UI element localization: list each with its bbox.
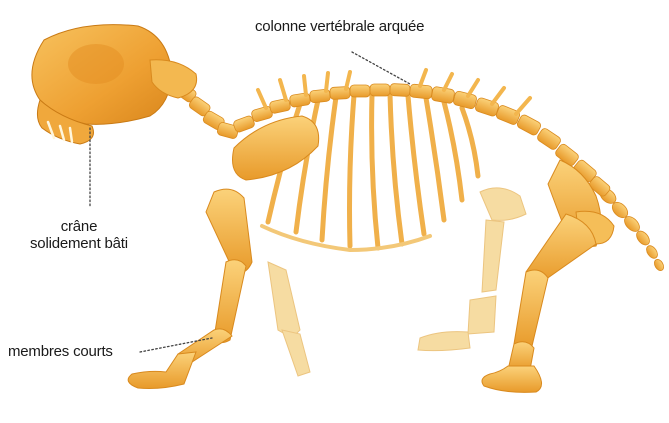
front-limb — [128, 189, 252, 388]
skull — [32, 25, 197, 144]
spine-leader — [352, 52, 410, 84]
skull-label-line2: solidement bâti — [30, 235, 128, 252]
skull-label: crâne solidement bâti — [30, 218, 128, 252]
limbs-label: membres courts — [8, 343, 113, 360]
skull-label-line1: crâne — [30, 218, 128, 235]
sternum — [262, 226, 430, 250]
spine-label: colonne vertébrale arquée — [255, 18, 424, 35]
